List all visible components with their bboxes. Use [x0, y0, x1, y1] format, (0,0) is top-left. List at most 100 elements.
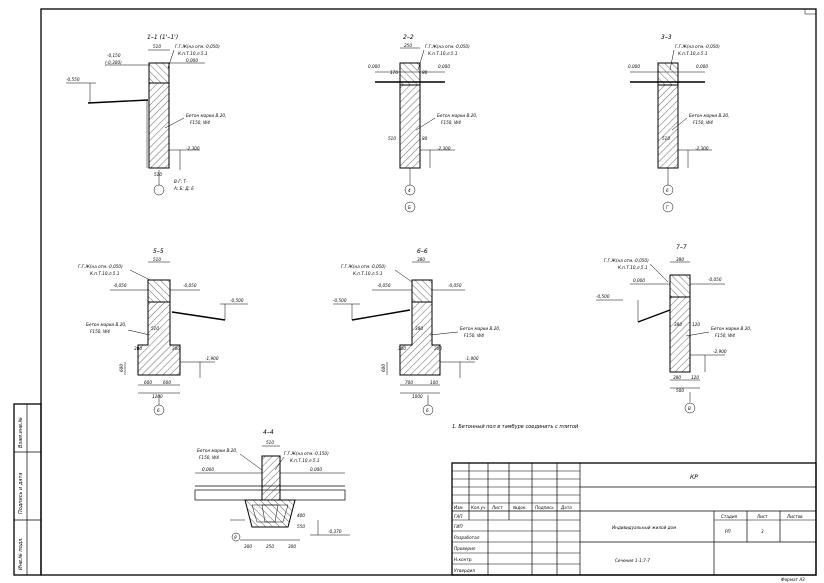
svg-text:510: 510 — [153, 257, 161, 262]
stamp-project: Индивидуальный жилой дом — [612, 525, 676, 530]
svg-text:Г.Г.Ж(на отм.-0,050): Г.Г.Ж(на отм.-0,050) — [425, 44, 470, 49]
svg-text:3: 3 — [761, 529, 764, 534]
svg-text:-0,500: -0,500 — [333, 298, 347, 303]
svg-text:0,000: 0,000 — [186, 58, 198, 63]
svg-text:0,000: 0,000 — [202, 467, 214, 472]
section-title: 6–6 — [417, 248, 428, 255]
section-4-4: 4–4 Бетон марки В.20, F150, W4 Г.Г.Ж(на … — [194, 429, 350, 549]
svg-text:ГИП: ГИП — [454, 524, 463, 529]
svg-text:170: 170 — [390, 70, 398, 75]
svg-text:120: 120 — [691, 375, 699, 380]
svg-text:0,000: 0,000 — [633, 278, 645, 283]
svg-text:4: 4 — [408, 188, 411, 193]
svg-text:№док.: №док. — [512, 505, 527, 510]
svg-text:F150, W4: F150, W4 — [199, 455, 219, 460]
svg-text:0,000: 0,000 — [696, 64, 708, 69]
section-6-6: 6–6 Г.Г.Ж(на отм.-0,050) К.п.Т.10,л.5.1 … — [333, 248, 500, 416]
svg-text:Дата: Дата — [560, 505, 572, 510]
section-3-3: 3–3 Г.Г.Ж(на отм.-0,050) К.п.Т.10,л.5.1 … — [628, 34, 729, 213]
svg-text:0,000: 0,000 — [628, 64, 640, 69]
svg-text:1000: 1000 — [412, 394, 423, 399]
svg-text:Утвердил: Утвердил — [454, 568, 475, 573]
svg-text:-2,900: -2,900 — [713, 349, 727, 354]
section-title: 5–5 — [153, 248, 164, 255]
svg-text:380: 380 — [674, 322, 682, 327]
svg-text:250: 250 — [404, 43, 412, 48]
svg-text:Проверил: Проверил — [454, 546, 476, 551]
svg-text:300: 300 — [288, 544, 296, 549]
svg-text:Бетон марки В.20,: Бетон марки В.20, — [186, 113, 226, 118]
svg-text:Изм.: Изм. — [454, 505, 464, 510]
sheet-frame — [40, 8, 817, 576]
svg-text:-0,370: -0,370 — [328, 529, 342, 534]
svg-text:510: 510 — [153, 44, 161, 49]
svg-text:550: 550 — [297, 524, 305, 529]
general-note: 1. Бетонный пол в тамбуре соединить с пл… — [452, 424, 579, 430]
svg-text:РП: РП — [725, 529, 732, 534]
section-title: 7–7 — [676, 244, 687, 251]
side-strip-replace: Взам.инв.№ — [18, 417, 24, 448]
svg-text:F150, W4: F150, W4 — [441, 120, 461, 125]
svg-text:510: 510 — [266, 440, 274, 445]
svg-text:6: 6 — [426, 408, 429, 413]
title-block: Изм. Кол.уч. Лист №док. Подпись Дата ГАП… — [451, 462, 817, 576]
svg-text:Лист: Лист — [756, 514, 768, 519]
svg-text:К.п.Т.10,л.5.1: К.п.Т.10,л.5.1 — [428, 51, 458, 56]
svg-text:-0,550: -0,550 — [66, 77, 80, 82]
svg-text:80: 80 — [422, 136, 428, 141]
svg-text:В-Г; Т-: В-Г; Т- — [174, 179, 188, 184]
svg-text:К.п.Т.10,л.5.1: К.п.Т.10,л.5.1 — [678, 51, 708, 56]
svg-text:F150, W4: F150, W4 — [693, 120, 713, 125]
svg-text:F150, W4: F150, W4 — [190, 120, 210, 125]
svg-text:Бетон марки В.20,: Бетон марки В.20, — [437, 113, 477, 118]
svg-text:600: 600 — [144, 380, 152, 385]
svg-text:Г.Г.Ж(на отм.-0,050): Г.Г.Ж(на отм.-0,050) — [78, 264, 123, 269]
section-1-1: 1–1 (1'–1') 510 Г.Г.Ж(на отм.-0,050) К.п… — [66, 34, 226, 196]
svg-text:-0,050: -0,050 — [113, 283, 127, 288]
svg-text:Г.Г.Ж(на отм.-0,050): Г.Г.Ж(на отм.-0,050) — [175, 44, 220, 49]
stamp-code: КР — [690, 474, 698, 481]
svg-text:300: 300 — [398, 346, 406, 351]
svg-text:А; Б; Д; Е: А; Б; Д; Е — [173, 186, 194, 191]
section-title: 4–4 — [263, 429, 274, 436]
svg-text:600: 600 — [163, 380, 171, 385]
svg-text:6: 6 — [666, 188, 669, 193]
svg-text:120: 120 — [692, 322, 700, 327]
svg-text:-0,150: -0,150 — [107, 53, 121, 58]
svg-text:380: 380 — [673, 375, 681, 380]
svg-text:Бетон марки В.20,: Бетон марки В.20, — [86, 322, 126, 327]
svg-text:Г: Г — [666, 205, 669, 210]
svg-text:-1,900: -1,900 — [465, 356, 479, 361]
svg-text:Бетон марки В.20,: Бетон марки В.20, — [197, 448, 237, 453]
svg-text:F150, W4: F150, W4 — [90, 329, 110, 334]
svg-text:-0,050: -0,050 — [708, 277, 722, 282]
svg-text:-2,300: -2,300 — [695, 146, 709, 151]
svg-text:500: 500 — [676, 388, 684, 393]
svg-text:510: 510 — [388, 136, 396, 141]
svg-text:380: 380 — [676, 257, 684, 262]
svg-text:-2,300: -2,300 — [186, 146, 200, 151]
svg-text:-2,300: -2,300 — [437, 146, 451, 151]
svg-text:Лист: Лист — [491, 505, 503, 510]
svg-text:380: 380 — [415, 326, 423, 331]
svg-text:Б: Б — [408, 205, 411, 210]
section-7-7: 7–7 Г.Г.Ж(на отм.-0,050) К.п.Т.10,л.5.1 … — [596, 244, 751, 414]
svg-text:300: 300 — [434, 346, 442, 351]
svg-text:-0,050: -0,050 — [183, 283, 197, 288]
svg-text:Бетон марки В.20,: Бетон марки В.20, — [711, 326, 751, 331]
svg-text:Г.Г.Ж(на отм.-0,050): Г.Г.Ж(на отм.-0,050) — [341, 264, 386, 269]
svg-text:-0,050: -0,050 — [448, 283, 462, 288]
svg-text:1200: 1200 — [152, 394, 163, 399]
svg-text:510: 510 — [154, 172, 162, 177]
svg-text:300: 300 — [244, 544, 252, 549]
svg-text:Стадия: Стадия — [721, 514, 738, 519]
section-title: 2–2 — [403, 34, 414, 41]
svg-text:К.п.Т.10,л.5.1: К.п.Т.10,л.5.1 — [618, 265, 648, 270]
svg-text:Бетон марки В.20,: Бетон марки В.20, — [460, 326, 500, 331]
svg-text:F150, W4: F150, W4 — [715, 333, 735, 338]
svg-text:510: 510 — [662, 136, 670, 141]
svg-text:Бетон марки В.20,: Бетон марки В.20, — [689, 113, 729, 118]
svg-text:9: 9 — [234, 535, 237, 540]
svg-text:Н.контр.: Н.контр. — [454, 557, 473, 562]
